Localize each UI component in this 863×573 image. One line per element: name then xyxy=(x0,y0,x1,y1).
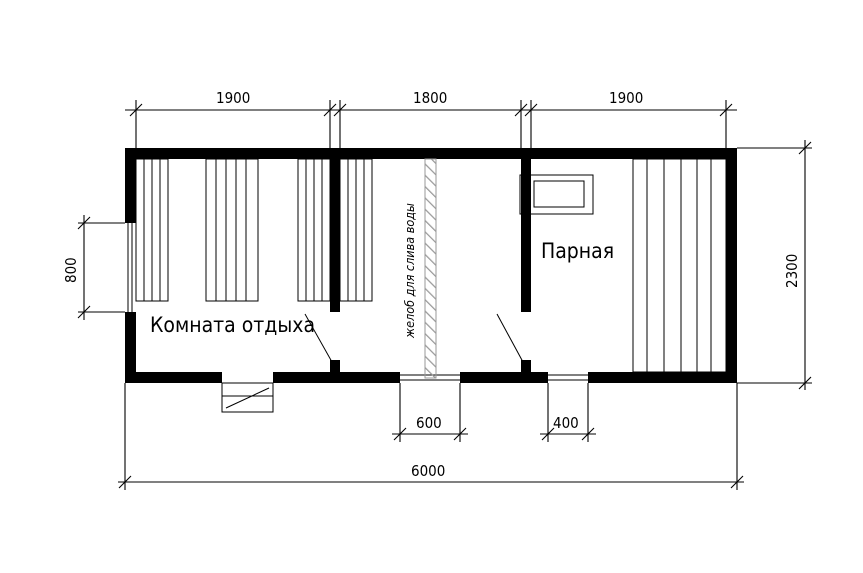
dimension-right xyxy=(737,140,812,390)
door-swing-right xyxy=(496,313,524,363)
dim-left-window: 800 xyxy=(62,257,80,283)
door-openings xyxy=(304,313,588,381)
partition-right xyxy=(521,148,531,312)
partition-left xyxy=(330,148,340,312)
dim-top-middle: 1800 xyxy=(413,89,447,107)
wall-bottom-4 xyxy=(588,372,737,383)
dimension-top xyxy=(125,100,737,148)
room-label-steam: Парная xyxy=(541,239,614,263)
wall-left-lower xyxy=(125,312,136,383)
wall-bottom-2 xyxy=(273,372,400,383)
dimension-left-window xyxy=(77,215,125,320)
dim-overall-width: 6000 xyxy=(411,462,445,480)
dim-door-right: 400 xyxy=(553,414,579,432)
dim-top-left: 1900 xyxy=(216,89,250,107)
dim-top-right: 1900 xyxy=(609,89,643,107)
wall-top xyxy=(125,148,737,159)
steam-room-shelves xyxy=(632,158,727,373)
partition-left-stub xyxy=(330,360,340,374)
bench-1 xyxy=(135,158,169,302)
room-label-rest: Комната отдыха xyxy=(150,313,315,337)
walls xyxy=(125,148,737,383)
dimension-door-right xyxy=(540,383,596,442)
drain-gutter xyxy=(424,158,437,379)
dim-door-middle: 600 xyxy=(416,414,442,432)
wall-left-upper xyxy=(125,148,136,223)
bench-2 xyxy=(205,158,259,302)
door-swing-left xyxy=(304,313,333,363)
wall-bottom-1 xyxy=(125,372,222,383)
dimension-door-middle xyxy=(392,383,468,442)
partition-right-stub xyxy=(521,360,531,374)
bench-3 xyxy=(297,158,331,302)
stove-icon xyxy=(519,174,594,215)
window-left xyxy=(127,223,133,312)
dim-right-height: 2300 xyxy=(783,254,801,288)
entrance-step xyxy=(221,382,274,413)
wall-bottom-3 xyxy=(460,372,548,383)
dimension-overall xyxy=(118,383,744,490)
wall-right xyxy=(726,148,737,383)
gutter-label: желоб для слива воды xyxy=(402,203,417,339)
bench-4 xyxy=(339,158,373,302)
